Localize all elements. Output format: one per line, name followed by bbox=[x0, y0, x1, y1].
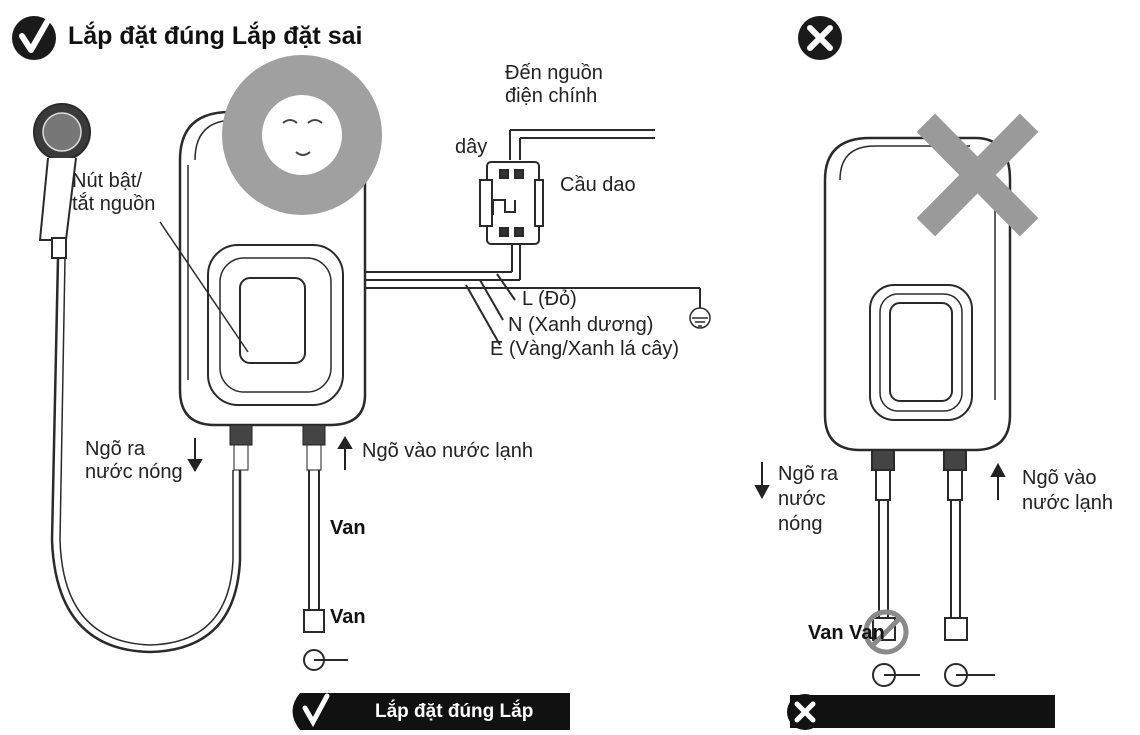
correct-footer-bar bbox=[292, 693, 570, 730]
hot-outlet-label: Ngõ ra nước nóng bbox=[85, 438, 183, 483]
power-button-label: Nút bật/ tắt nguồn bbox=[72, 170, 156, 215]
earth-wire-label: E (Vàng/Xanh lá cây) bbox=[490, 338, 679, 360]
cross-badge-icon bbox=[798, 16, 842, 60]
correct-footer-label: Lắp đặt đúng Lắp bbox=[375, 701, 534, 722]
breaker-icon bbox=[479, 161, 544, 245]
cold-inlet-label: Ngõ vào nước lạnh bbox=[362, 440, 534, 462]
page-title: Lắp đặt đúng Lắp đặt sai bbox=[68, 22, 363, 50]
right-hot-outlet-label: Ngõ ra nước nóng bbox=[778, 463, 839, 535]
face-sticker bbox=[222, 55, 382, 215]
valve-label-1: Van bbox=[330, 517, 366, 539]
power-wiring bbox=[365, 129, 701, 346]
shower-head bbox=[33, 103, 91, 259]
cold-inlet-fitting bbox=[302, 424, 326, 471]
right-hot-down-arrow bbox=[754, 462, 770, 500]
check-icon bbox=[302, 693, 330, 728]
no-valve-icon bbox=[863, 609, 909, 655]
heater-right bbox=[823, 136, 1012, 452]
x-icon bbox=[794, 701, 816, 723]
right-pipes bbox=[871, 449, 995, 687]
valve-label-2: Van bbox=[330, 606, 366, 628]
wire-label: dây bbox=[455, 136, 488, 158]
power-source-label: Đến nguồn điện chính bbox=[505, 62, 603, 107]
check-badge-icon bbox=[12, 16, 56, 60]
neutral-wire-label: N (Xanh dương) bbox=[508, 314, 654, 336]
right-valves-label: Van Van bbox=[808, 622, 885, 644]
ground-icon bbox=[689, 307, 711, 329]
cold-pipe-left bbox=[303, 470, 348, 671]
breaker-label: Cầu dao bbox=[560, 174, 636, 196]
cold-up-arrow bbox=[337, 436, 353, 470]
wrong-footer-bar bbox=[787, 694, 1055, 730]
shower-hose bbox=[50, 257, 242, 654]
right-cold-inlet-label: Ngõ vào nước lạnh bbox=[1022, 467, 1113, 514]
hot-outlet-fitting bbox=[229, 424, 253, 471]
live-wire-label: L (Đỏ) bbox=[522, 288, 577, 310]
right-cold-up-arrow bbox=[990, 462, 1006, 500]
wrong-x-mark bbox=[916, 113, 1039, 237]
hot-down-arrow bbox=[187, 438, 203, 472]
